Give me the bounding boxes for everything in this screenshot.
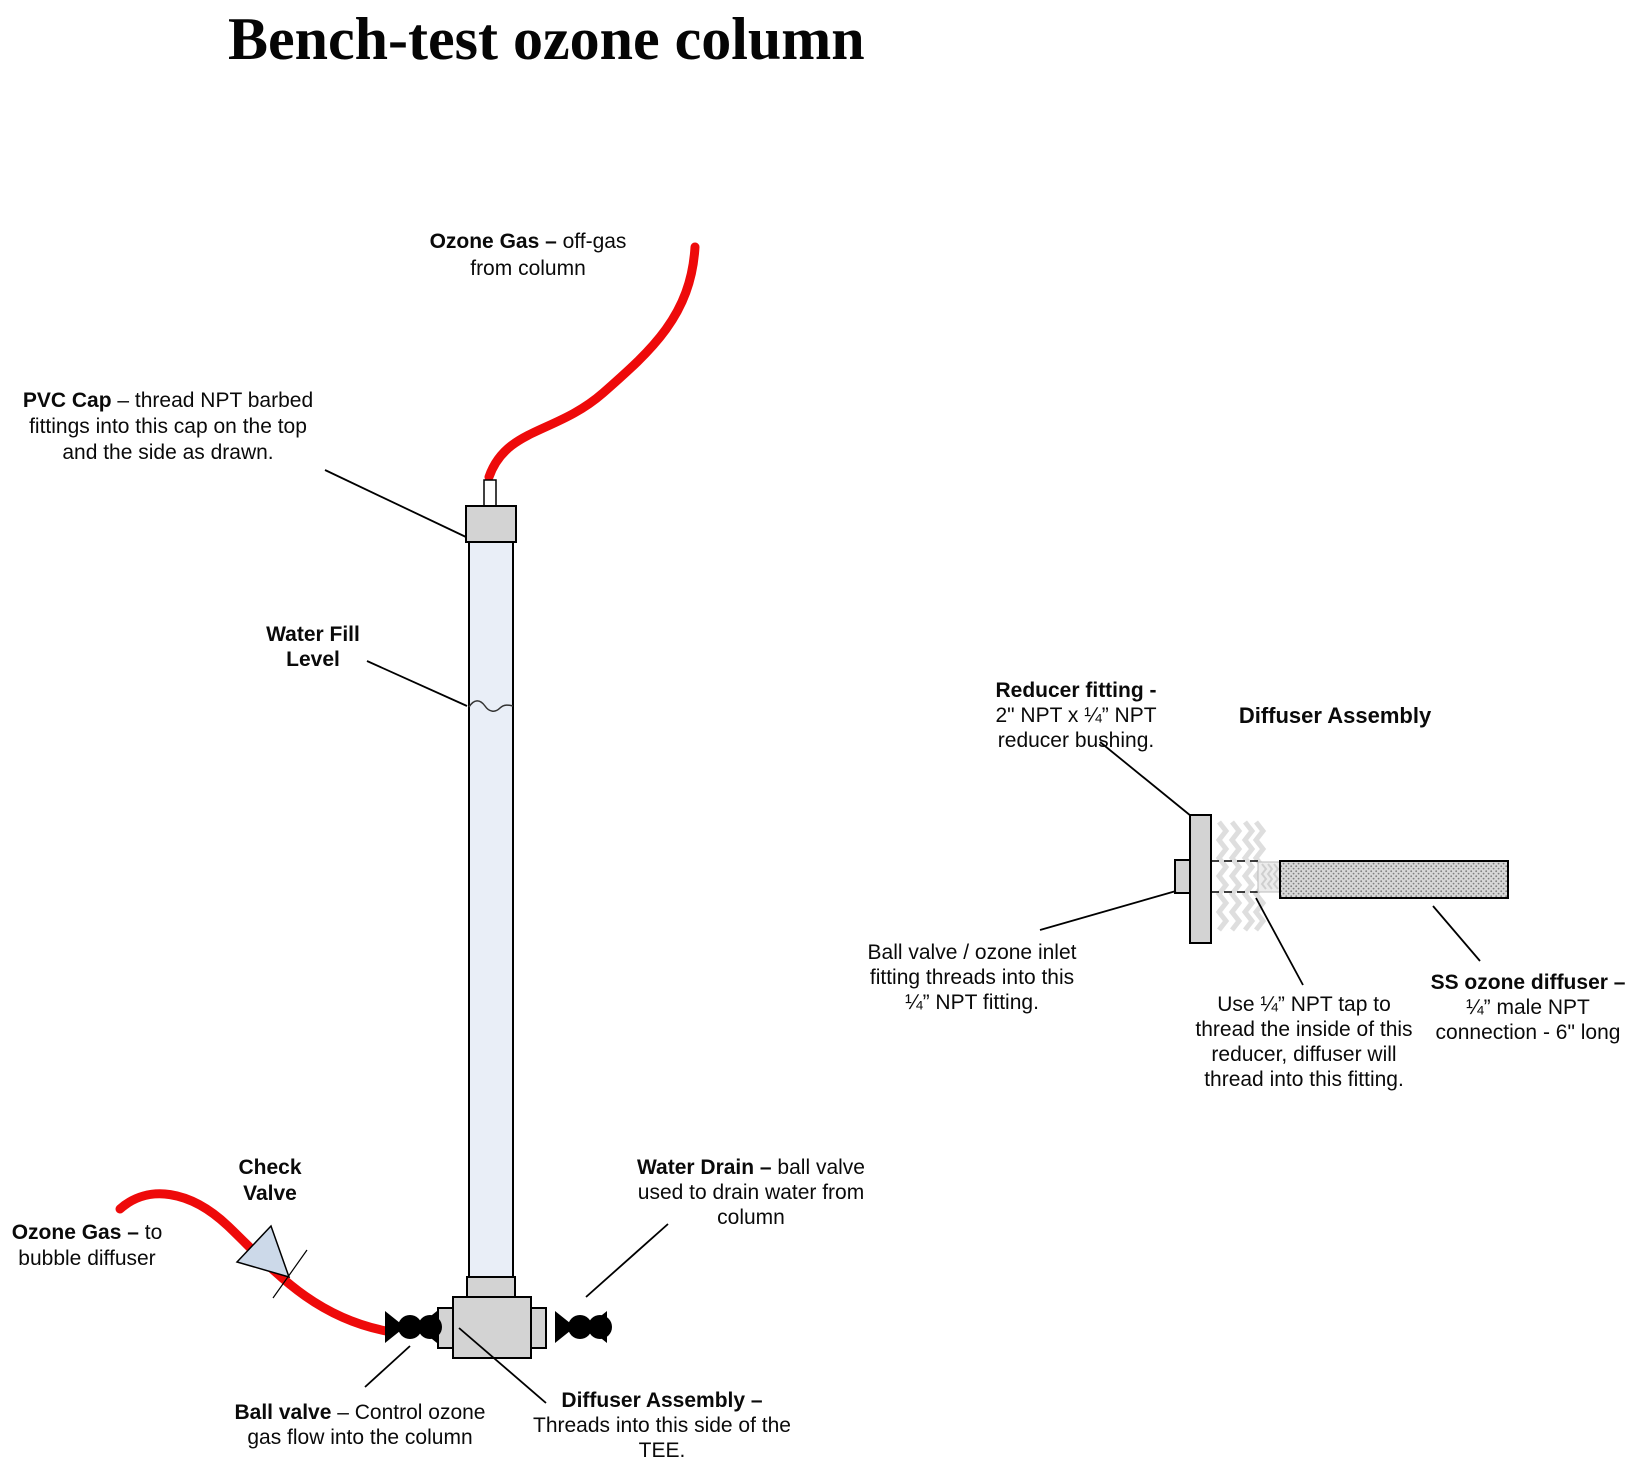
label-line: gas flow into the column xyxy=(247,1426,473,1449)
label-ball-valve-control: Ball valve – Control ozone gas flow into… xyxy=(225,1400,495,1450)
leader-lines xyxy=(324,469,1481,1404)
leader-ss-diffuser xyxy=(1432,905,1481,962)
label-diffuser-tee: Diffuser Assembly – Threads into this si… xyxy=(522,1388,802,1463)
label-line: SS ozone diffuser – xyxy=(1430,971,1626,994)
label-line: Reducer fitting - xyxy=(995,679,1157,702)
label-water-drain: Water Drain – ball valve used to drain w… xyxy=(601,1155,901,1230)
label-line: Diffuser Assembly – xyxy=(561,1389,763,1412)
thread-chevrons-icon xyxy=(1215,820,1267,932)
leader-pvc-cap xyxy=(324,469,467,538)
label-line: column xyxy=(717,1206,785,1229)
label-water-fill: Water Fill Level xyxy=(253,622,373,672)
label-line: connection - 6" long xyxy=(1435,1021,1621,1044)
leader-use-tap xyxy=(1255,897,1304,986)
reducer-flange xyxy=(1189,814,1212,944)
ss-diffuser-body xyxy=(1279,860,1509,899)
label-line: and the side as drawn. xyxy=(62,441,274,464)
label-reducer-fitting: Reducer fitting - 2" NPT x ¼” NPT reduce… xyxy=(956,678,1196,753)
page-title: Bench-test ozone column xyxy=(228,6,865,72)
label-line: Ball valve / ozone inlet xyxy=(867,941,1077,964)
check-valve-seat-line xyxy=(272,1249,308,1299)
leader-ball-valve xyxy=(364,1345,411,1388)
label-line: Water Drain – ball valve xyxy=(637,1156,865,1179)
label-line: PVC Cap – thread NPT barbed xyxy=(22,389,314,412)
bottom-collar xyxy=(466,1276,516,1298)
label-line: fitting threads into this xyxy=(869,966,1075,989)
label-line: ¼” NPT fitting. xyxy=(905,991,1039,1014)
label-line: Level xyxy=(286,648,340,671)
label-line: Ball valve – Control ozone xyxy=(234,1401,486,1424)
label-check-valve: Check Valve xyxy=(210,1155,330,1207)
label-line: 2" NPT x ¼” NPT xyxy=(995,704,1157,727)
label-ozone-to-diffuser: Ozone Gas – to bubble diffuser xyxy=(0,1220,174,1272)
label-line: from column xyxy=(470,257,586,280)
ozone-inlet-tube-icon xyxy=(115,1189,391,1336)
leader-inlet-fitting xyxy=(1039,890,1177,931)
label-line: Use ¼” NPT tap to xyxy=(1217,993,1391,1016)
offgas-tube-icon xyxy=(484,242,700,482)
label-line: reducer bushing. xyxy=(997,729,1155,752)
pvc-cap-shape xyxy=(465,505,517,543)
label-line: thread the inside of this xyxy=(1195,1018,1413,1041)
label-ozone-offgas: Ozone Gas – off-gas from column xyxy=(358,228,698,282)
label-pvc-cap: PVC Cap – thread NPT barbed fittings int… xyxy=(17,388,319,466)
tee-body xyxy=(452,1296,532,1359)
check-valve-icon xyxy=(235,1224,291,1279)
ball-valve-left-icon xyxy=(385,1311,442,1343)
label-line: ¼” male NPT xyxy=(1466,996,1590,1019)
ball-valve-right-icon xyxy=(555,1311,612,1343)
label-line: TEE. xyxy=(638,1439,686,1462)
label-line: Ozone Gas – to xyxy=(11,1221,163,1244)
tee-right-nipple xyxy=(530,1307,547,1349)
label-line: Water Fill xyxy=(266,623,360,646)
leader-water-fill xyxy=(366,660,468,707)
column-tube xyxy=(468,519,514,1278)
label-line: bubble diffuser xyxy=(18,1247,156,1270)
label-line: Ozone Gas – off-gas xyxy=(429,230,627,253)
male-npt-thread-icon xyxy=(1257,861,1281,893)
label-line: fittings into this cap on the top xyxy=(29,415,307,438)
label-line: Valve xyxy=(243,1182,297,1205)
leader-water-drain xyxy=(585,1223,669,1298)
label-ss-ozone-diffuser: SS ozone diffuser – ¼” male NPT connecti… xyxy=(1398,970,1631,1045)
label-line: Check xyxy=(238,1156,302,1179)
label-line: thread into this fitting. xyxy=(1204,1068,1404,1091)
label-ball-valve-inlet: Ball valve / ozone inlet fitting threads… xyxy=(851,940,1093,1015)
label-diffuser-assembly-heading: Diffuser Assembly xyxy=(1238,703,1432,728)
leader-reducer xyxy=(1099,741,1192,817)
label-line: Threads into this side of the xyxy=(533,1414,791,1437)
label-line: reducer, diffuser will xyxy=(1211,1043,1397,1066)
inlet-fitting-stub xyxy=(1174,859,1191,894)
label-use-npt-tap: Use ¼” NPT tap to thread the inside of t… xyxy=(1145,992,1463,1092)
leader-diffuser-tee xyxy=(458,1327,547,1404)
label-line: used to drain water from xyxy=(637,1181,865,1204)
water-level-wave-icon xyxy=(468,700,514,712)
top-barb-fitting xyxy=(483,479,497,508)
